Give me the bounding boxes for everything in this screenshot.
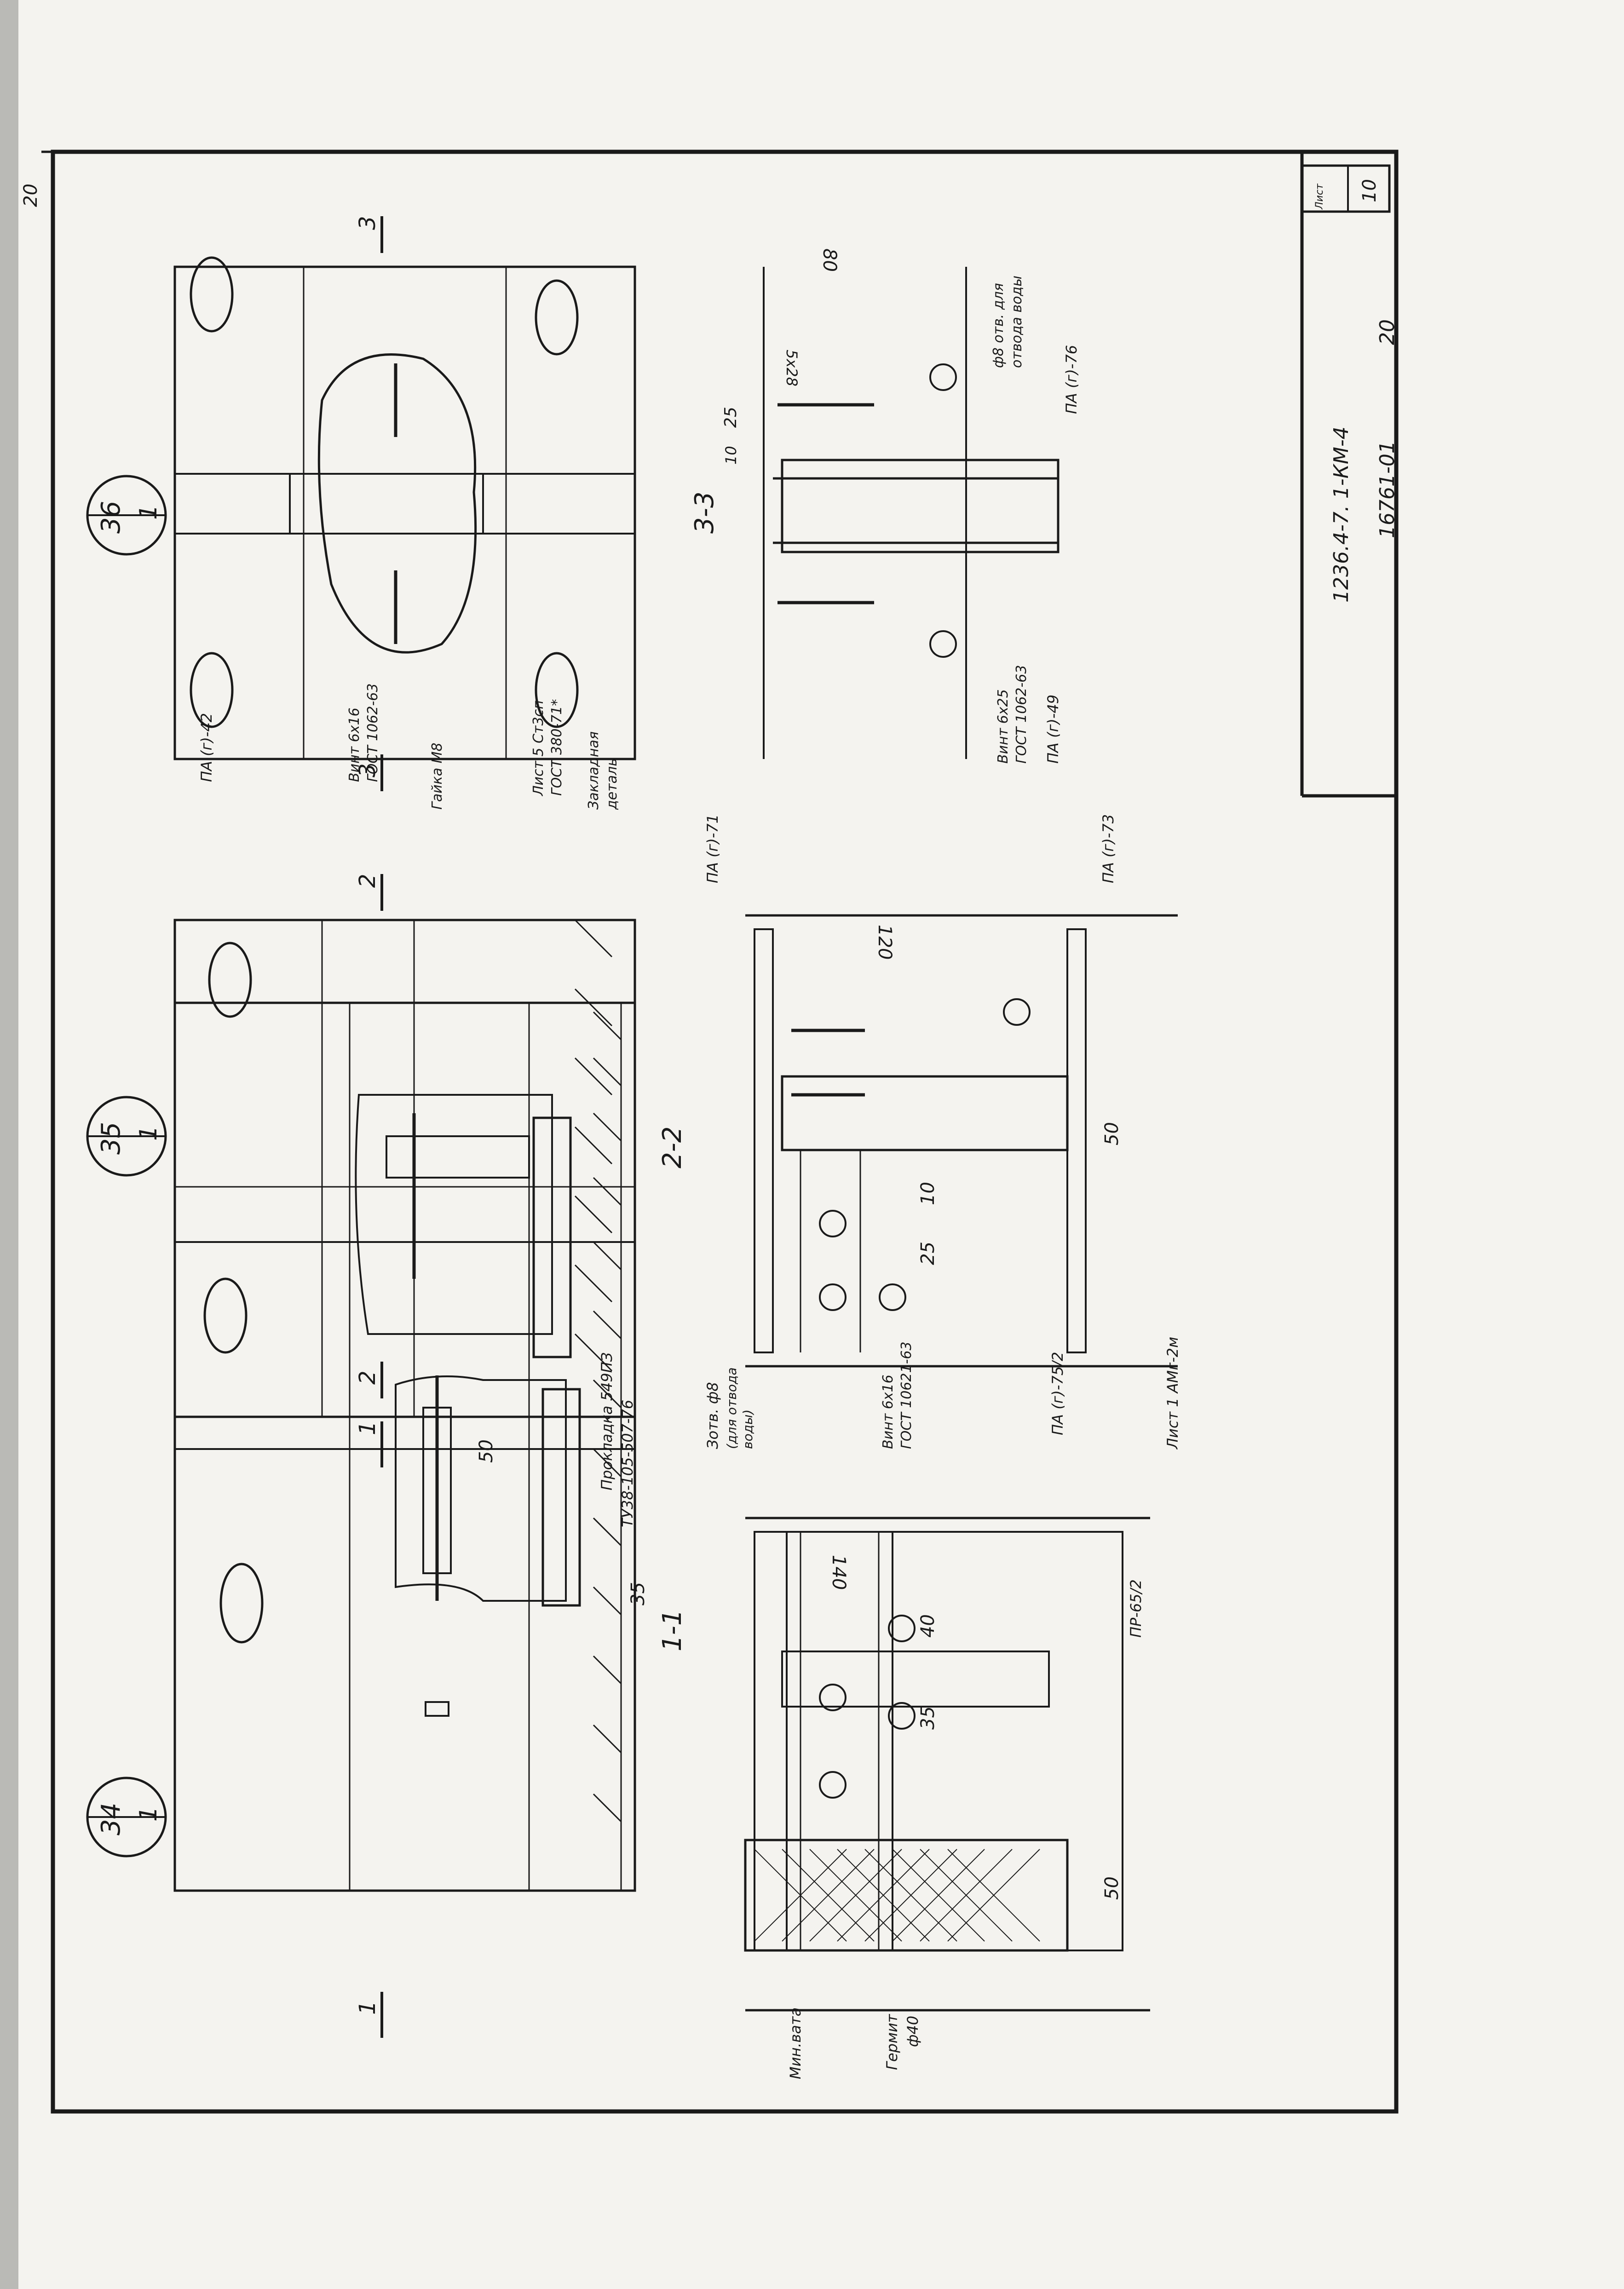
label-vint616-gost: ГОСТ 10621-63 — [898, 1341, 915, 1449]
label-pa71: ПА (г)-71 — [704, 814, 721, 883]
view-34-number: 34 — [96, 1803, 126, 1835]
insulation-hatch — [754, 1849, 1040, 1942]
scan-edge — [0, 0, 18, 2289]
view-36-callout: 36 1 — [86, 475, 167, 556]
section-mark-3-top: 3 — [355, 216, 380, 230]
label-list5: Лист 5 Ст3сп — [530, 700, 547, 796]
dim-50-c: 50 — [1101, 1122, 1123, 1145]
stamp-doc-number: 16761-01 — [1376, 441, 1399, 538]
label-list1: Лист 1 АМг-2м — [1164, 1337, 1181, 1449]
view-34 — [173, 1001, 636, 1892]
section-1-1-title: 1-1 — [657, 1610, 687, 1651]
view-35-callout: 35 1 — [86, 1096, 167, 1177]
label-prokladka-tu: ТУ38-105-507-76 — [619, 1400, 636, 1527]
section-mark-2-top: 2 — [355, 874, 380, 888]
label-otv8r-b: отвода воды — [1009, 276, 1025, 368]
label-zakladnaya-b: деталь — [604, 758, 620, 810]
column-profile — [781, 459, 1060, 553]
label-minvata: Мин.вата — [787, 2007, 804, 2079]
hatched-opening-2 — [208, 942, 252, 1018]
embedded-plate-35 — [532, 1116, 572, 1358]
cutaway-outline — [395, 1375, 567, 1602]
section-3-3-drawing — [763, 267, 1060, 759]
label-pr65: ПР-65/2 — [1127, 1579, 1145, 1638]
label-vint616-top: Винт 6х16 — [346, 707, 363, 782]
nut — [425, 1701, 449, 1717]
view-35-number: 35 — [96, 1122, 126, 1155]
stamp-sheet-number: 10 — [1359, 179, 1380, 202]
view-34-callout: 34 1 — [86, 1777, 167, 1858]
section-1-1-marks: 1 1 1-1 — [355, 1421, 687, 2038]
view-34-sheet: 1 — [135, 1806, 162, 1822]
view-36 — [173, 256, 636, 760]
sheet-number-box — [1301, 164, 1391, 213]
insulation-block — [744, 1839, 1069, 1952]
stamp-sheet-label: Лист — [1314, 183, 1325, 210]
dim-25-a: 25 — [917, 1242, 939, 1265]
dim-10-b: 10 — [722, 446, 740, 465]
dim-120: 120 — [874, 925, 895, 960]
label-vint616-top-gost: ГОСТ 1062-63 — [365, 684, 381, 782]
hatched-opening-3 — [203, 1277, 248, 1354]
section-mark-1-top: 1 — [355, 1421, 380, 1435]
dim-35-b: 35 — [917, 1706, 939, 1730]
sheet-pa71 — [754, 928, 774, 1353]
dim-25-b: 25 — [721, 407, 740, 428]
label-vint625-gost: ГОСТ 1062-63 — [1014, 665, 1030, 764]
cutaway-35 — [355, 1094, 553, 1335]
label-pa49: ПА (г)-49 — [1044, 695, 1062, 764]
label-vint616: Винт 6х16 — [880, 1375, 896, 1449]
concrete-hatch-35 — [574, 919, 613, 1372]
label-pa76: ПА (г)-76 — [1063, 345, 1080, 414]
section-mark-3-bottom: 3 — [355, 763, 380, 777]
dim-50-a: 50 — [476, 1439, 497, 1463]
section-3-3-marks: 3 3 — [355, 216, 383, 791]
dim-5x28: 5х28 — [783, 350, 800, 386]
dim-35-a: 35 — [628, 1582, 649, 1605]
profile-pa75 — [781, 1651, 1050, 1708]
section-mark-1-bottom: 1 — [355, 2001, 380, 2015]
section-3-3-title: 3-3 — [690, 492, 720, 534]
label-list5-gost: ГОСТ 380-71* — [549, 699, 565, 796]
dim-140: 140 — [828, 1555, 849, 1590]
view-35-sheet: 1 — [135, 1126, 162, 1141]
hatched-opening — [219, 1563, 264, 1644]
corner-page-number: 20 — [20, 184, 41, 207]
label-prokladka: Прокладка 549ПЗ — [598, 1352, 616, 1490]
view-36-number: 36 — [96, 501, 126, 534]
view-36-sheet: 1 — [135, 505, 162, 520]
label-germit-a: Гермит — [883, 2013, 901, 2070]
label-gayka: Гайка М8 — [429, 742, 445, 810]
dim-50-b: 50 — [1101, 1876, 1123, 1900]
dim-10: 10 — [917, 1182, 939, 1205]
cutaway-36 — [317, 353, 477, 654]
profile-main — [781, 1075, 1069, 1151]
label-otv8-a: Зотв. ф8 — [704, 1382, 721, 1449]
label-germit-b: ф40 — [904, 2016, 921, 2047]
stamp-page: 20 — [1376, 319, 1399, 345]
section-mark-2-bottom: 2 — [355, 1370, 380, 1385]
label-otv8-b: (для отвода — [724, 1367, 739, 1449]
section-2-2-marks: 2 2 2-2 — [355, 874, 687, 1398]
label-zakladnaya-a: Закладная — [586, 731, 602, 810]
view-35 — [173, 919, 636, 1418]
concrete-hatch — [593, 1011, 622, 1823]
section-2-2-title: 2-2 — [657, 1127, 687, 1168]
label-otv8r-a: ф8 отв. для — [991, 283, 1007, 368]
label-otv8-c: воды) — [740, 1409, 755, 1449]
label-vint625: Винт 6х25 — [995, 689, 1011, 764]
section-1-1-drawing — [744, 1517, 1150, 2012]
dim-80: 80 — [819, 248, 840, 272]
stamp-series: 1236.4-7. 1-КМ-4 — [1330, 426, 1353, 603]
label-pa73: ПА (г)-73 — [1100, 814, 1117, 883]
embedded-plate — [541, 1388, 581, 1607]
dim-40: 40 — [917, 1614, 939, 1638]
label-pa42: ПА (г)-42 — [198, 713, 215, 782]
label-pa75: ПА (г)-75/2 — [1049, 1352, 1066, 1435]
section-2-2-drawing — [745, 914, 1178, 1368]
